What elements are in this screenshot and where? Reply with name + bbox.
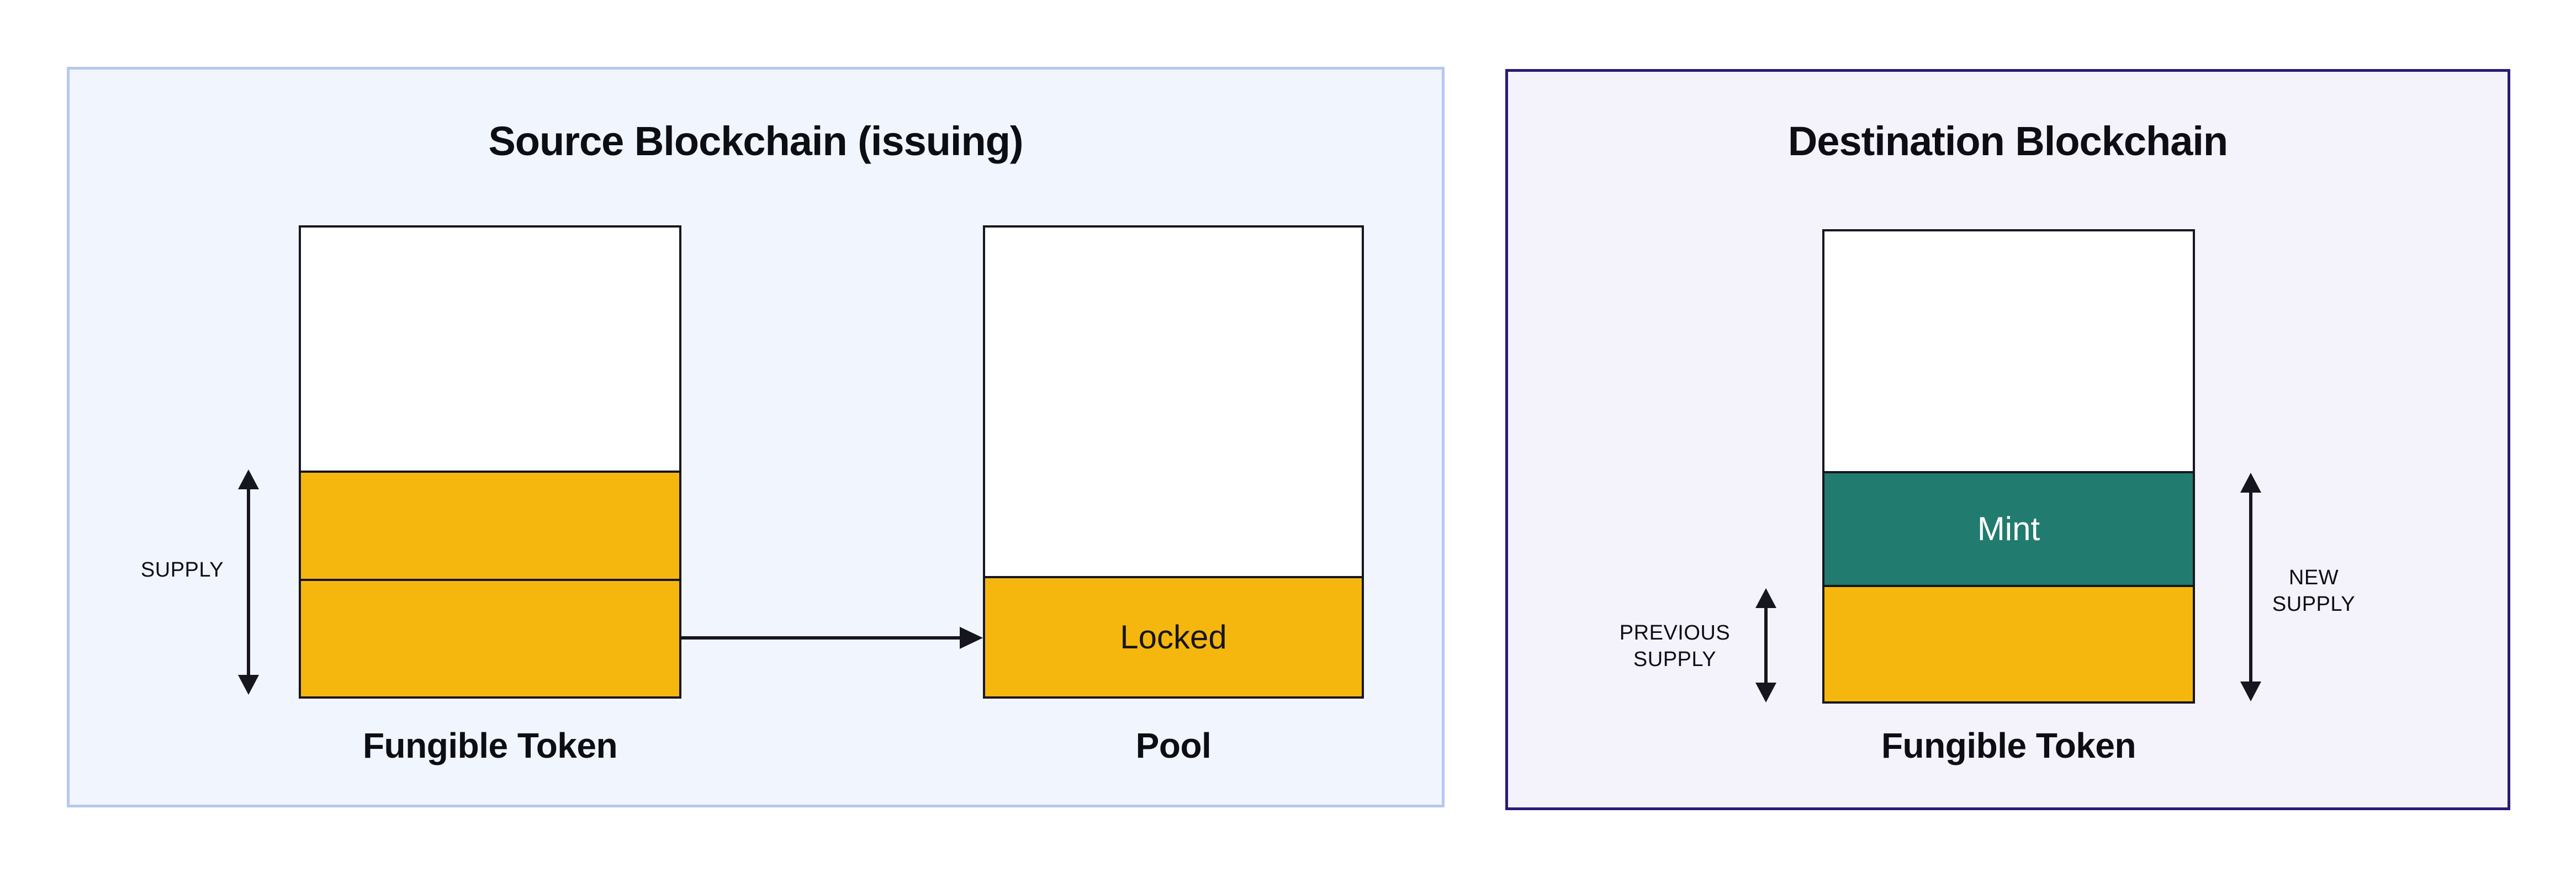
supply-label: SUPPLY xyxy=(140,558,224,582)
supply-range-arrow-icon xyxy=(236,469,261,695)
source-supply-filled-region xyxy=(301,471,679,696)
destination-fungible-token-box: Mint xyxy=(1822,229,2195,704)
mint-region: Mint xyxy=(1824,471,2193,587)
supply-divider-line xyxy=(301,579,679,581)
locked-label: Locked xyxy=(1120,619,1227,656)
previous-supply-label-line1: PREVIOUS xyxy=(1619,621,1731,644)
mint-label: Mint xyxy=(1977,510,2040,547)
destination-previous-supply-region xyxy=(1824,587,2193,701)
pool-box: Locked xyxy=(983,225,1364,699)
previous-supply-range-arrow-icon xyxy=(1754,588,1778,702)
new-supply-label-line1: NEW xyxy=(2288,566,2339,589)
pool-label: Pool xyxy=(1135,726,1212,765)
new-supply-label-line2: SUPPLY xyxy=(2272,593,2356,616)
pool-locked-region: Locked xyxy=(985,576,1362,696)
new-supply-range-arrow-icon xyxy=(2239,473,2263,701)
source-fungible-token-label: Fungible Token xyxy=(362,726,618,765)
source-fungible-token-box xyxy=(299,225,681,699)
previous-supply-label-line2: SUPPLY xyxy=(1633,648,1717,671)
destination-fungible-token-label: Fungible Token xyxy=(1881,726,2136,765)
new-supply-label: NEW SUPPLY xyxy=(2231,564,2397,617)
lock-transfer-arrow-icon xyxy=(681,624,983,652)
source-panel-title: Source Blockchain (issuing) xyxy=(488,118,1023,164)
previous-supply-label: PREVIOUS SUPPLY xyxy=(1586,620,1763,673)
destination-panel-title: Destination Blockchain xyxy=(1787,118,2228,164)
